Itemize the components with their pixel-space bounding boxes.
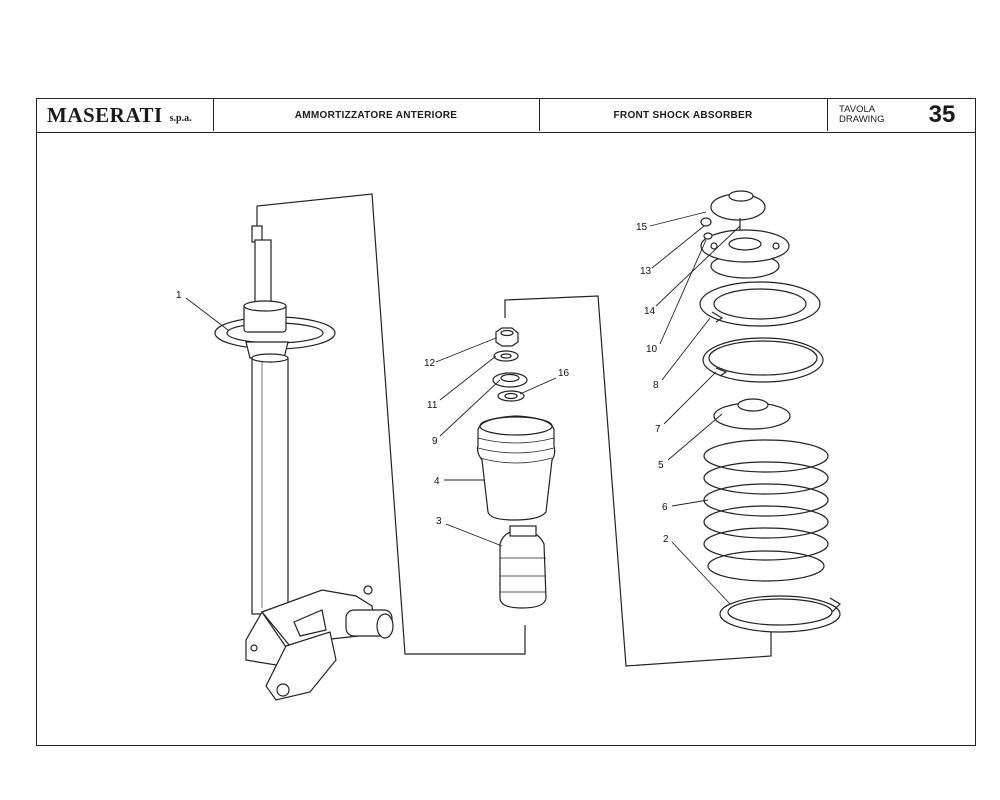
leader-lines	[185, 211, 741, 605]
drawing-number: 35	[928, 101, 956, 128]
group-bracket-strut	[256, 193, 526, 655]
top-cap	[710, 190, 766, 221]
callout-2: 2	[663, 534, 669, 545]
washer	[493, 350, 519, 362]
small-nut	[700, 217, 712, 227]
callout-5: 5	[658, 460, 664, 471]
callout-7: 7	[655, 424, 661, 435]
header-divider	[213, 99, 214, 131]
callout-9: 9	[432, 436, 438, 447]
upper-washer	[497, 390, 525, 402]
callout-8: 8	[653, 380, 659, 391]
drawing-label: DRAWING	[839, 114, 885, 125]
strut-assembly	[214, 225, 394, 701]
callout-6: 6	[662, 502, 668, 513]
callout-15: 15	[636, 222, 648, 233]
group-bracket-spring	[504, 295, 772, 667]
coil-spring	[703, 439, 829, 582]
spring-top-cup	[713, 398, 791, 430]
spring-seat-upper	[699, 281, 821, 327]
callout-16: 16	[558, 368, 570, 379]
drawing-sheet: MASERATI s.p.a. AMMORTIZZATORE ANTERIORE…	[36, 98, 976, 746]
small-washer	[703, 232, 713, 240]
brand-name: MASERATI	[47, 102, 163, 127]
callout-labels: 1 2 3 4 5 6 7 8 9 10 11 12 13 14 15 16	[176, 222, 669, 545]
title-english: FRONT SHOCK ABSORBER	[613, 109, 753, 121]
header-divider	[539, 99, 540, 131]
lower-insulator	[719, 595, 841, 633]
drawing-label-block: TAVOLA DRAWING	[839, 99, 909, 131]
title-block: MASERATI s.p.a. AMMORTIZZATORE ANTERIORE…	[37, 99, 975, 133]
tavola-label: TAVOLA	[839, 104, 876, 115]
callout-11: 11	[427, 400, 438, 411]
dust-boot	[476, 415, 556, 521]
brand-logo: MASERATI s.p.a.	[47, 99, 217, 131]
nut	[495, 327, 519, 347]
callout-13: 13	[640, 266, 652, 277]
callout-1: 1	[176, 290, 182, 301]
callout-12: 12	[424, 358, 436, 369]
header-divider	[827, 99, 828, 131]
upper-insulator	[702, 337, 824, 383]
brand-suffix: s.p.a.	[169, 112, 192, 124]
top-mount	[700, 229, 790, 279]
callout-3: 3	[436, 516, 442, 527]
title-italian: AMMORTIZZATORE ANTERIORE	[294, 109, 458, 121]
callout-4: 4	[434, 476, 440, 487]
bump-stop	[499, 525, 547, 609]
callout-14: 14	[644, 306, 656, 317]
callout-10: 10	[646, 344, 658, 355]
bearing	[492, 372, 528, 388]
